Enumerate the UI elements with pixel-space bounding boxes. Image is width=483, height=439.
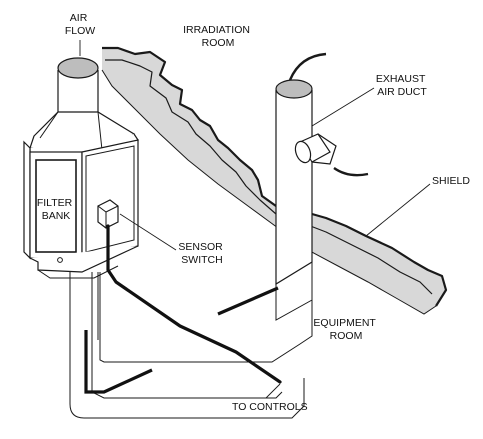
rotation-arc-top (288, 52, 327, 81)
label-shield: SHIELD (432, 175, 470, 187)
inlet-opening (57, 57, 99, 79)
label-exhaust-air-duct: EXHAUST AIR DUCT (376, 73, 428, 98)
label-exhaust-line2: AIR DUCT (377, 86, 427, 98)
filter-bank-housing (23, 111, 139, 279)
label-exhaust-line1: EXHAUST (376, 73, 426, 85)
label-irradiation-room-line2: ROOM (202, 37, 235, 49)
label-filter-bank: FILTER BANK (37, 197, 75, 222)
return-air-duct (69, 262, 313, 419)
shield-wall-front-edge (102, 46, 448, 307)
housing-drain (57, 257, 63, 263)
leader-to-controls (265, 383, 281, 399)
leader-sensor-switch (119, 213, 177, 251)
label-sensor-switch: SENSOR SWITCH (178, 241, 225, 266)
label-sensor-switch-line2: SWITCH (181, 254, 222, 266)
label-filter-bank-line2: BANK (42, 210, 71, 222)
label-irradiation-room: IRRADIATION ROOM (183, 24, 253, 49)
label-filter-bank-line1: FILTER (37, 197, 73, 209)
label-air-flow-line2: FLOW (65, 25, 95, 37)
label-equipment-room-line2: ROOM (330, 330, 363, 342)
label-air-flow: AIR FLOW (65, 12, 95, 37)
rotation-arc-bottom (333, 167, 369, 177)
shield-wall-ridge (105, 59, 433, 295)
exhaust-duct (275, 52, 369, 321)
duct-damper (294, 133, 337, 165)
exhaust-duct-opening (275, 79, 313, 99)
label-irradiation-room-line1: IRRADIATION (183, 24, 250, 36)
label-equipment-room: EQUIPMENT ROOM (313, 317, 378, 342)
label-to-controls: TO CONTROLS (232, 401, 308, 413)
filter-bank-window (35, 159, 77, 253)
label-equipment-room-line1: EQUIPMENT (313, 317, 376, 329)
shield-wall (102, 48, 446, 314)
leader-lines (79, 40, 431, 399)
shield-wall-bottom-edge (101, 69, 437, 315)
leader-shield (365, 183, 431, 237)
control-cable (106, 224, 282, 384)
label-air-flow-line1: AIR (70, 12, 88, 24)
duct-heavy-lines (84, 286, 279, 394)
label-sensor-switch-line1: SENSOR (178, 241, 223, 253)
leader-exhaust-duct (311, 87, 375, 127)
sensor-switch-box (97, 199, 119, 229)
